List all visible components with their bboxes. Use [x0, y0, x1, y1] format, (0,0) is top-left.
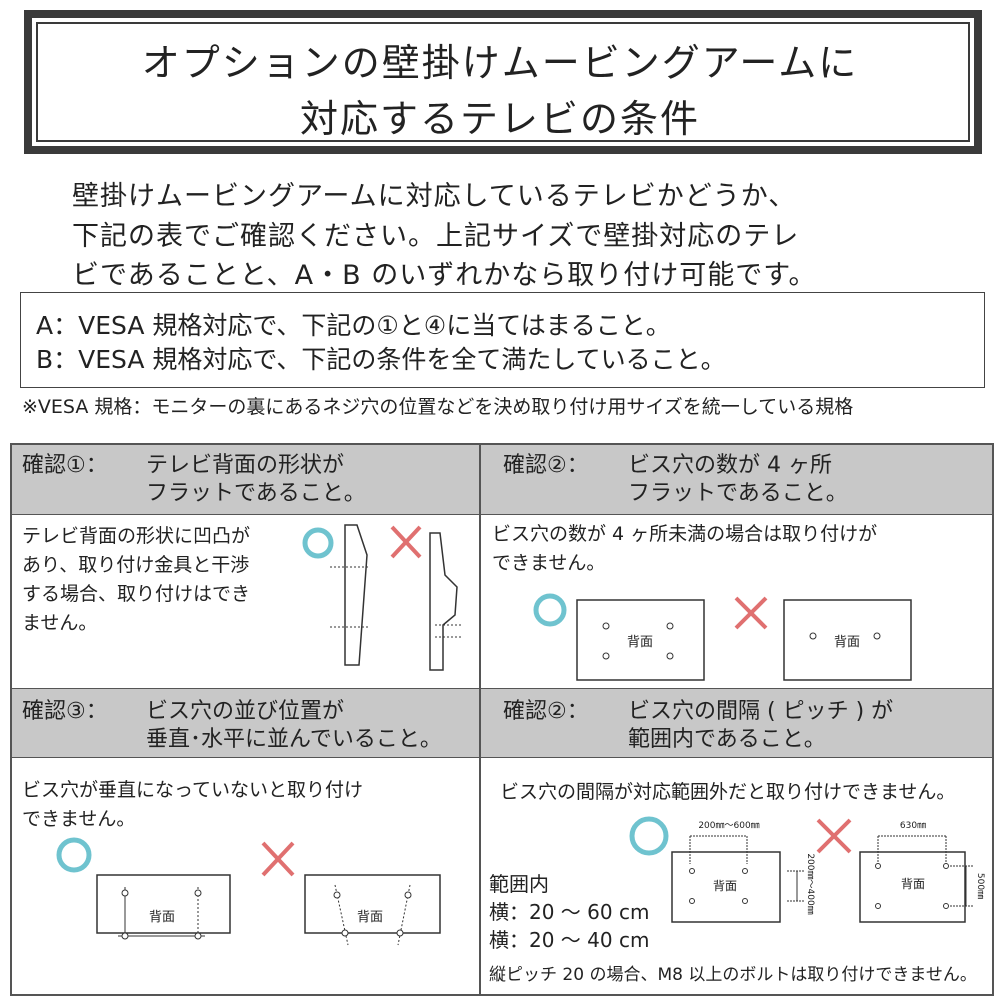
pitch-range: 範囲内横：20 〜 60 cm 横：20 〜 40 cm: [489, 870, 649, 954]
column-divider: [479, 445, 481, 995]
back-label: 背面: [901, 877, 925, 891]
check-3-title: ビス穴の並び位置が垂直･水平に並んでいること。: [146, 698, 442, 754]
ng-cross-icon: [261, 841, 295, 877]
ng-horizontal-dim: 630㎜: [900, 821, 926, 831]
title-line: テレビ背面の形状が: [146, 453, 345, 478]
body-line: する場合、取り付けはでき: [22, 583, 251, 605]
body-line: ビス穴が垂直になっていないと取り付け: [22, 779, 364, 801]
body-line: できません。: [492, 552, 606, 574]
title-line: ビス穴の間隔 ( ピッチ ) が: [628, 699, 894, 724]
check-2-title: ビス穴の数が 4 ヶ所フラットであること。: [628, 452, 848, 508]
ok-circle-icon: [56, 837, 92, 873]
check-4-label: 確認②：: [503, 699, 589, 724]
check-2-body: ビス穴の数が 4 ヶ所未満の場合は取り付けができません。: [492, 520, 877, 578]
flat-back-diagram: [302, 524, 463, 671]
check-table: [10, 443, 994, 996]
condition-b: B：VESA 規格対応で、下記の条件を全て満たしていること。: [36, 345, 726, 374]
intro-line: 下記の表でご確認ください。上記サイズで壁掛対応のテレ: [72, 221, 800, 252]
back-label: 背面: [834, 635, 860, 650]
intro-line: ビであることと、A・B のいずれかなら取り付け可能です。: [72, 260, 817, 291]
back-label: 背面: [357, 910, 383, 925]
back-label: 背面: [627, 635, 653, 650]
title-line: フラットであること。: [628, 481, 848, 506]
title-line: 範囲内であること。: [628, 727, 826, 752]
check-1-title: テレビ背面の形状がフラットであること。: [146, 452, 366, 508]
body-line: ません。: [22, 612, 98, 634]
range-horizontal: 横：20 〜 60 cm: [489, 900, 650, 924]
pitch-footnote: 縦ピッチ 20 の場合、M8 以上のボルトは取り付けできません。: [489, 965, 977, 985]
ok-vertical-dim: 200㎜〜400㎜: [805, 853, 815, 914]
ng-vertical-dim: 500㎜: [975, 873, 985, 899]
hole-count-diagram: 背面 背面: [533, 593, 912, 681]
check-1-label: 確認①：: [22, 453, 108, 478]
back-label: 背面: [713, 879, 737, 893]
check-3-label: 確認③：: [22, 699, 108, 724]
hole-alignment-diagram: 背面 背面: [56, 837, 441, 946]
title-line: ビス穴の並び位置が: [146, 699, 345, 724]
body-line: あり、取り付け金具と干渉: [22, 554, 250, 576]
range-vertical: 横：20 〜 40 cm: [489, 928, 650, 952]
check-4-body: ビス穴の間隔が対応範囲外だと取り付けできません。: [500, 781, 956, 803]
ok-circle-icon: [302, 527, 334, 559]
check-2-label: 確認②：: [503, 453, 589, 478]
check-4-title: ビス穴の間隔 ( ピッチ ) が範囲内であること。: [628, 698, 893, 754]
title-line-1: オプションの壁掛けムービングアームに: [141, 41, 859, 85]
header-row-1: [12, 445, 992, 515]
body-line: ビス穴の数が 4 ヶ所未満の場合は取り付けが: [492, 523, 878, 545]
title-line: ビス穴の数が 4 ヶ所: [628, 453, 832, 478]
title-line: フラットであること。: [146, 481, 366, 506]
condition-a: A：VESA 規格対応で、下記の①と④に当てはまること。: [36, 311, 671, 340]
check-3-body: ビス穴が垂直になっていないと取り付けできません。: [22, 776, 363, 834]
body-line: テレビ背面の形状に凹凸が: [22, 525, 251, 547]
back-label: 背面: [149, 910, 175, 925]
vesa-note: ※VESA 規格：モニターの裏にあるネジ穴の位置などを決め取り付け用サイズを統一…: [22, 396, 854, 418]
title-line-2: 対応するテレビの条件: [299, 97, 700, 141]
ok-circle-icon: [629, 816, 669, 856]
title-line: 垂直･水平に並んでいること。: [146, 727, 442, 752]
check-1-body: テレビ背面の形状に凹凸があり、取り付け金具と干渉する場合、取り付けはできません。: [22, 522, 250, 638]
title-inner-frame: [36, 22, 970, 142]
ng-cross-icon: [816, 818, 852, 854]
range-heading: 範囲内: [489, 872, 549, 896]
ok-horizontal-dim: 200㎜〜600㎜: [698, 821, 759, 831]
conditions-box: [20, 292, 985, 388]
body-line: できません。: [22, 808, 136, 830]
intro-line: 壁掛けムービングアームに対応しているテレビかどうか、: [72, 181, 797, 212]
header-row-2: [12, 688, 992, 758]
ng-cross-icon: [390, 525, 422, 559]
ok-circle-icon: [533, 593, 567, 627]
hole-pitch-diagram: 200㎜〜600㎜ 背面 200㎜〜400㎜ 630㎜ 背面 500㎜: [629, 816, 985, 923]
ng-cross-icon: [734, 596, 768, 630]
title-frame: [24, 10, 982, 154]
